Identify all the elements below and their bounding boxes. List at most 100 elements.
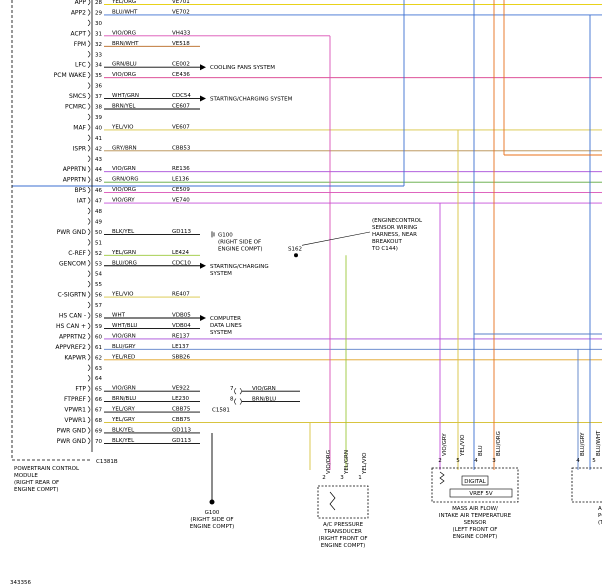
pin-cavity <box>87 134 91 142</box>
system-reference: SYSTEM <box>210 271 232 277</box>
pin-cavity <box>87 197 91 204</box>
splice-dot <box>294 253 298 258</box>
circuit-number: VE607 <box>172 124 190 130</box>
wire-color: YEL/GRN <box>111 250 136 256</box>
connector-pin: 7 <box>230 386 234 392</box>
pin-number: 60 <box>95 334 102 340</box>
pin-cavity <box>87 364 91 371</box>
wire-color: YEL/GRY <box>111 417 135 423</box>
pin-cavity <box>87 40 91 48</box>
circuit-number: CE607 <box>172 104 190 110</box>
pin-number: 66 <box>95 397 102 403</box>
pin-cavity <box>87 270 91 277</box>
pin-number: 55 <box>95 282 102 288</box>
wire-color: VIO/GRN <box>252 386 276 392</box>
pin-number: 49 <box>95 219 102 225</box>
diagram-id: 343356 <box>10 580 31 586</box>
circuit-number: VH433 <box>172 30 191 36</box>
pin-number: 28 <box>95 0 102 6</box>
pin-number: 57 <box>95 303 102 309</box>
ground-label: G100 <box>205 510 220 516</box>
circuit-number: VE740 <box>172 198 190 204</box>
digital-block <box>461 475 489 486</box>
wire-layer <box>12 0 602 500</box>
wire-color: VIO/GRY <box>112 198 135 204</box>
pin-number: 68 <box>95 418 102 424</box>
pin-cavity <box>87 61 91 68</box>
pin-cavity <box>87 437 91 445</box>
pin-signal-name: VPWR1 <box>64 407 86 414</box>
pin-number: 53 <box>95 261 102 267</box>
circuit-number: GD113 <box>172 427 191 433</box>
connector-cavity <box>234 398 242 405</box>
pin-number: 63 <box>95 366 102 372</box>
pin-number: 37 <box>95 94 102 100</box>
circuit-number: CE509 <box>172 187 190 193</box>
pin-signal-name: BPS <box>74 187 86 194</box>
pin-signal-name: APPRTN2 <box>59 333 86 340</box>
wire-color: GRN/ORG <box>112 177 138 183</box>
wire-color: VIO/GRY <box>442 433 448 456</box>
arrow-icon <box>200 95 206 102</box>
pin-cavity <box>87 333 91 340</box>
pin-cavity <box>87 176 91 183</box>
sensor-pin: 2 <box>322 475 326 481</box>
pin-cavity <box>87 165 91 173</box>
pin-cavity <box>87 395 91 403</box>
pin-number: 39 <box>95 115 102 121</box>
wire-color: BLU/ORG <box>112 260 137 266</box>
system-reference: COOLING FANS SYSTEM <box>210 65 275 71</box>
ground-label: (RIGHT SIDE OF <box>190 517 233 523</box>
splice-note: BREAKOUT <box>372 239 402 245</box>
circuit-number: CE002 <box>172 62 190 68</box>
pin-cavity <box>87 260 91 267</box>
pin-cavity <box>87 207 91 215</box>
pin-number: 50 <box>95 230 102 236</box>
sensor-label: (LEFT FRONT OF <box>453 527 498 533</box>
pin-number: 65 <box>95 387 102 393</box>
pin-cavity <box>87 249 91 257</box>
pin-number: 54 <box>95 272 102 278</box>
pin-number: 32 <box>95 42 102 48</box>
circuit-number: GD113 <box>172 229 191 235</box>
wire-color: WHT/GRN <box>112 93 139 99</box>
digital-label: DIGITAL <box>464 479 486 485</box>
pin-cavity <box>87 145 91 152</box>
pin-signal-name: FTPREF <box>64 396 87 403</box>
circuit-number: CDC54 <box>172 93 191 99</box>
wire-color: YEL/GRY <box>111 407 135 413</box>
connector-pin: 8 <box>230 397 234 403</box>
pin-signal-name: PWR GND <box>57 427 87 434</box>
leader-line <box>301 231 371 246</box>
pin-cavity <box>87 416 91 424</box>
pin-signal-name: APPVREF2 <box>55 344 86 351</box>
pin-number: 62 <box>95 355 102 361</box>
pin-cavity <box>87 82 91 89</box>
pin-number: 30 <box>95 21 102 27</box>
circuit-number: CBB75 <box>172 417 191 423</box>
pin-number: 43 <box>95 157 102 163</box>
wire-color: BLU <box>478 445 484 456</box>
pin-signal-name: PCMRC <box>65 104 86 111</box>
arrow-icon <box>200 315 206 321</box>
pin-signal-name: APP2 <box>71 9 86 16</box>
sensor-pin: 3 <box>492 458 496 464</box>
pin-cavity <box>87 155 91 162</box>
pcm-label: ENGINE COMPT) <box>14 487 59 493</box>
vref-block <box>449 488 513 498</box>
pin-cavity <box>87 406 91 413</box>
system-reference: COMPUTER <box>210 316 241 322</box>
wire-color: GRY/BRN <box>112 145 137 151</box>
wire-color: VIO/GRN <box>112 166 136 172</box>
resistor-icon <box>329 491 336 511</box>
pin-number: 61 <box>95 345 102 351</box>
circuit-number: LE136 <box>172 177 190 183</box>
wire-color: BRN/BLU <box>252 397 276 403</box>
pin-cavity <box>87 103 91 110</box>
circuit-number: LE230 <box>172 396 190 402</box>
splice-label: S162 <box>288 246 302 252</box>
ground-icon <box>209 499 215 505</box>
pin-number: 38 <box>95 105 102 111</box>
wire-color: YEL/VIO <box>460 434 466 457</box>
